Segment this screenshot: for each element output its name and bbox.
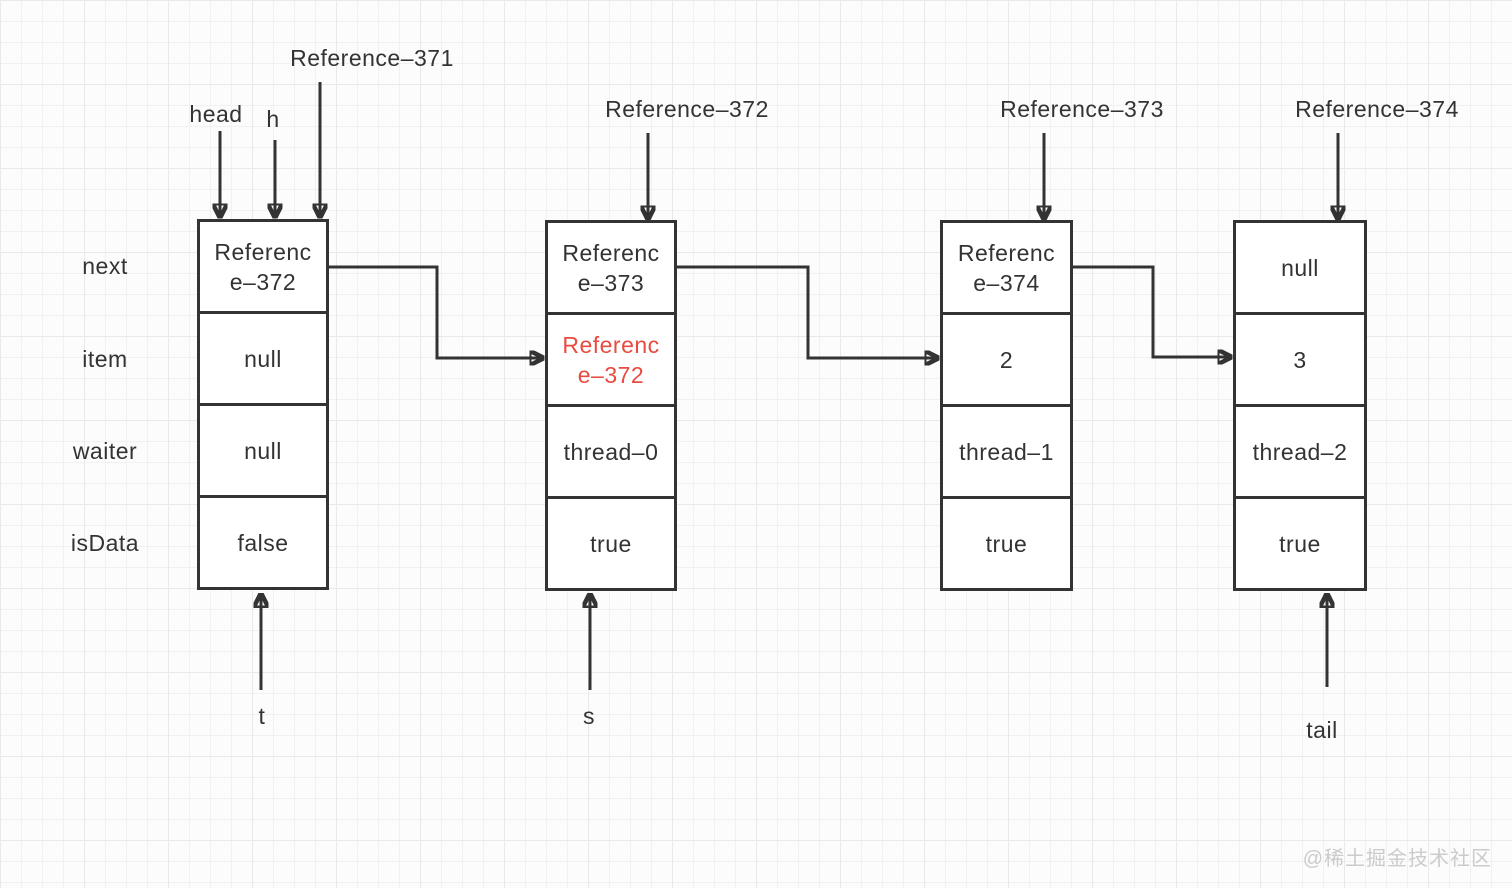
node-2-isdata-value: true xyxy=(590,530,632,557)
node-1-item-value: null xyxy=(244,345,282,372)
node-2-isdata-cell: true xyxy=(548,499,674,588)
pointer-label-t: t xyxy=(258,703,266,729)
node-1-waiter-cell: null xyxy=(200,406,326,498)
field-label-isdata: isData xyxy=(70,530,140,556)
node-4-waiter-value: thread–2 xyxy=(1252,438,1348,465)
node-1-next-cell: Referenc e–372 xyxy=(200,222,326,314)
pointer-label-head: head xyxy=(189,101,243,127)
connector-node2-node3 xyxy=(677,265,937,358)
field-label-waiter: waiter xyxy=(72,438,138,464)
node-4-next-cell: null xyxy=(1236,223,1364,315)
node-2-waiter-value: thread–0 xyxy=(563,438,659,465)
connector-node1-node2 xyxy=(329,265,542,358)
pointer-label-reference-371: Reference–371 xyxy=(290,45,454,71)
pointer-label-h: h xyxy=(266,106,280,132)
node-4-isdata-cell: true xyxy=(1236,499,1364,588)
node-4: null 3 thread–2 true xyxy=(1233,220,1367,591)
node-2: Referenc e–373 Referenc e–372 thread–0 t… xyxy=(545,220,677,591)
node-1-isdata-value: false xyxy=(237,529,289,556)
node-2-item-value-highlighted: Referenc e–372 xyxy=(562,331,660,388)
connector-node3-node4 xyxy=(1073,265,1230,357)
field-label-next: next xyxy=(82,253,128,279)
node-1: Referenc e–372 null null false xyxy=(197,219,329,590)
node-1-item-cell: null xyxy=(200,314,326,406)
node-3-isdata-value: true xyxy=(985,530,1028,557)
node-3-item-value: 2 xyxy=(999,346,1014,373)
pointer-label-reference-374: Reference–374 xyxy=(1295,96,1459,122)
pointer-label-tail: tail xyxy=(1306,717,1338,743)
node-2-next-cell: Referenc e–373 xyxy=(548,223,674,315)
watermark: @稀土掘金技术社区 xyxy=(1302,848,1492,870)
node-1-next-value: Referenc e–372 xyxy=(214,238,312,295)
node-3-isdata-cell: true xyxy=(943,499,1070,588)
node-2-waiter-cell: thread–0 xyxy=(548,407,674,499)
pointer-label-reference-373: Reference–373 xyxy=(1000,96,1164,122)
node-2-next-value: Referenc e–373 xyxy=(562,239,660,296)
node-1-waiter-value: null xyxy=(244,437,282,464)
node-4-isdata-value: true xyxy=(1279,530,1321,557)
node-4-next-value: null xyxy=(1281,254,1319,281)
node-3-next-value: Referenc e–374 xyxy=(957,239,1056,296)
node-3-next-cell: Referenc e–374 xyxy=(943,223,1070,315)
node-3-waiter-value: thread–1 xyxy=(959,438,1054,465)
node-3-item-cell: 2 xyxy=(943,315,1070,407)
node-3-waiter-cell: thread–1 xyxy=(943,407,1070,499)
pointer-label-reference-372: Reference–372 xyxy=(605,96,769,122)
pointer-label-s: s xyxy=(583,703,595,729)
node-4-item-cell: 3 xyxy=(1236,315,1364,407)
node-4-waiter-cell: thread–2 xyxy=(1236,407,1364,499)
node-4-item-value: 3 xyxy=(1293,346,1307,373)
field-label-item: item xyxy=(82,346,128,372)
node-3: Referenc e–374 2 thread–1 true xyxy=(940,220,1073,591)
node-2-item-cell: Referenc e–372 xyxy=(548,315,674,407)
node-1-isdata-cell: false xyxy=(200,498,326,587)
